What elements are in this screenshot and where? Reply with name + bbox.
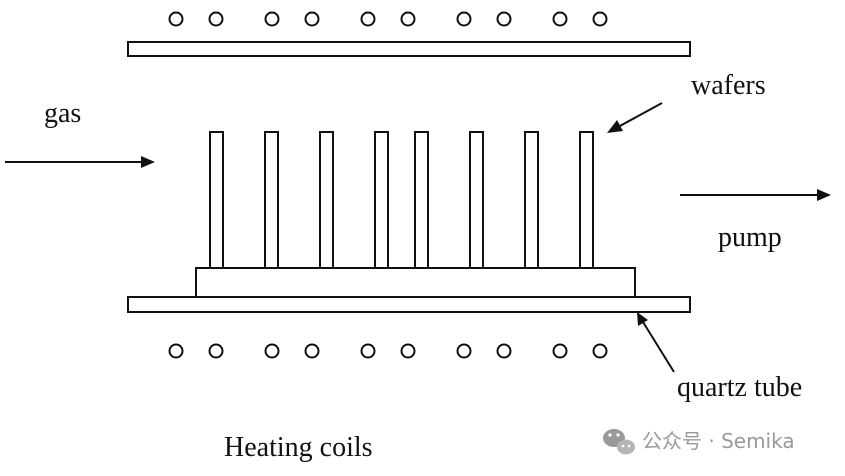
heating-coil [168,11,184,27]
pump-label: pump [718,222,782,253]
top-heating-coil-row [168,11,608,27]
heating-coil [456,11,472,27]
wafer [469,131,484,269]
heating-coil [592,343,608,359]
heating-coil [304,11,320,27]
heating-coil [496,11,512,27]
wafer-stack [209,131,594,269]
quartz-tube-label: quartz tube [677,372,802,403]
heating-coils-label: Heating coils [224,432,373,463]
heating-coil [496,343,512,359]
pump-outlet-arrow [680,189,831,201]
gas-inlet-arrow [5,156,155,168]
wafer [414,131,429,269]
heating-coil [456,343,472,359]
quartz-tube-top-wall [127,41,691,57]
heating-coil [208,343,224,359]
wafer [319,131,334,269]
wafer-boat [195,267,636,298]
quartz-tube-bottom-wall [127,296,691,313]
gas-label: gas [44,98,81,129]
heating-coil [208,11,224,27]
bottom-heating-coil-row [168,343,608,359]
watermark-text: 公众号 · Semika [642,429,795,453]
wafers-pointer-arrow [607,102,663,133]
heating-coil [360,343,376,359]
wafer [579,131,594,269]
wechat-icon [603,429,635,455]
heating-coil [360,11,376,27]
heating-coil [552,11,568,27]
wafer [374,131,389,269]
watermark: 公众号 · Semika [603,429,795,455]
wafer [264,131,279,269]
heating-coil [168,343,184,359]
heating-coil [264,343,280,359]
heating-coil [400,11,416,27]
heating-coil [304,343,320,359]
heating-coil [400,343,416,359]
wafer [524,131,539,269]
wafer [209,131,224,269]
quartz-tube-pointer-arrow [637,312,675,373]
heating-coil [592,11,608,27]
heating-coil [552,343,568,359]
heating-coil [264,11,280,27]
wafers-label: wafers [691,70,766,101]
